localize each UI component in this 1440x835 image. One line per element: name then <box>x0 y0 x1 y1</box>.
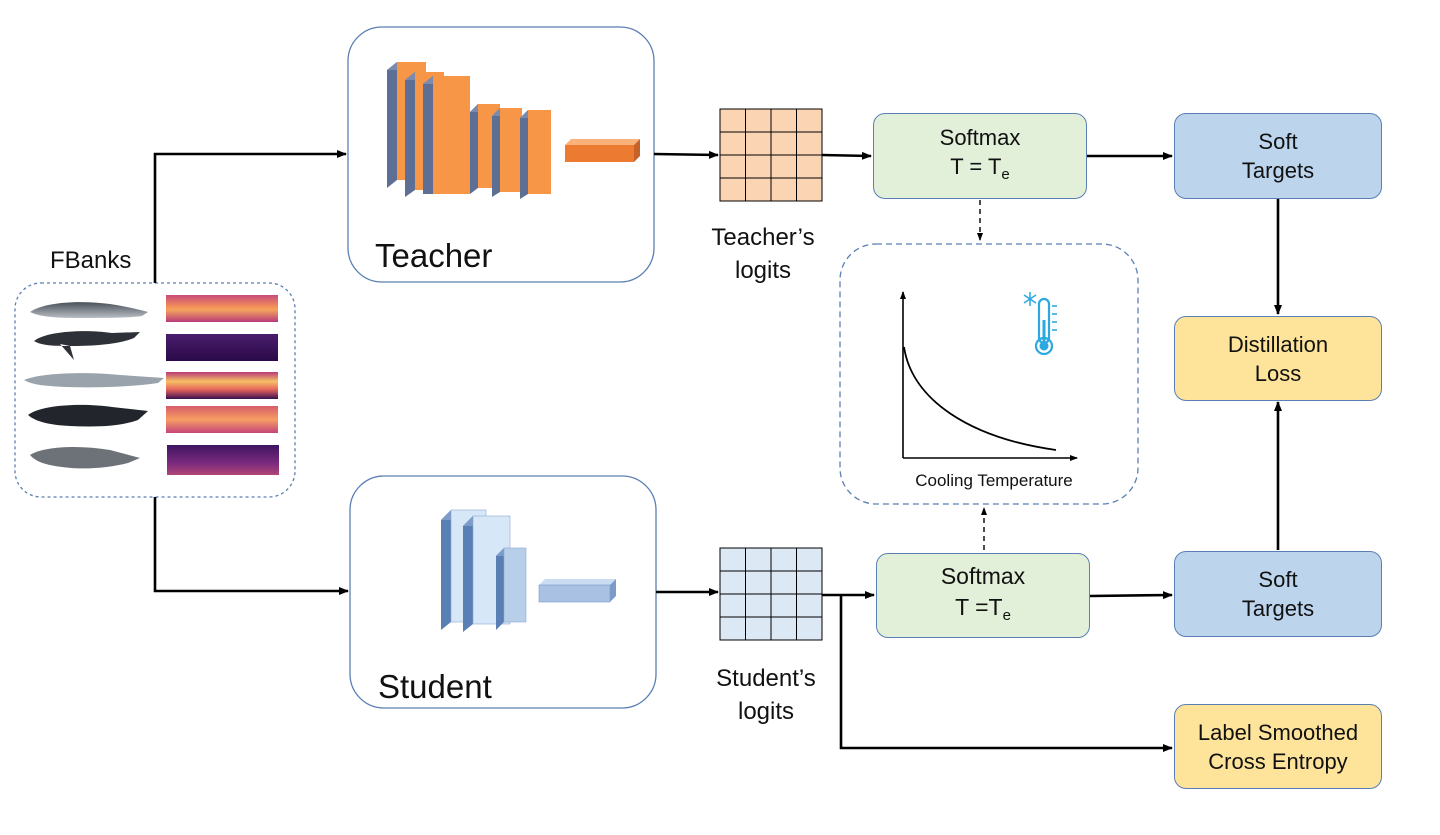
softmax-bottom-line2: T =Te <box>955 593 1011 624</box>
label-smoothed-ce-box: Label Smoothed Cross Entropy <box>1174 704 1382 789</box>
distillation-loss-box: Distillation Loss <box>1174 316 1382 401</box>
logit-cell <box>770 177 797 202</box>
logit-cell <box>796 616 823 641</box>
softmax-top-box: Softmax T = Te <box>873 113 1087 199</box>
fbanks-label: FBanks <box>50 247 131 274</box>
soft-targets-top-box: Soft Targets <box>1174 113 1382 199</box>
softmax-bottom-line1: Softmax <box>940 562 1026 589</box>
teacher-logits-line2: logits <box>734 257 792 284</box>
softmax-to-soft-targets-bottom-arrow <box>1089 591 1173 600</box>
logit-cell <box>770 547 797 572</box>
fbanks-to-teacher-arrow <box>153 150 347 283</box>
logit-cell <box>796 593 823 618</box>
logit-cell <box>796 108 823 133</box>
logit-cell <box>745 108 772 133</box>
snowflake-icon <box>1023 292 1037 306</box>
logit-cell <box>719 154 746 179</box>
soft-targets-bottom-line1: Soft <box>1258 567 1298 592</box>
logit-cell <box>796 547 823 572</box>
thermometer-icon <box>1034 297 1057 356</box>
logit-cell <box>719 593 746 618</box>
logit-cell <box>719 131 746 156</box>
logit-cell <box>745 570 772 595</box>
soft-targets-top-line1: Soft <box>1258 129 1298 154</box>
temperature-links <box>977 200 987 550</box>
logit-cell <box>770 108 797 133</box>
teacher-to-logits-arrow <box>653 150 719 159</box>
student-logits-grid <box>719 547 823 641</box>
student-logits-to-ce-arrow <box>839 595 1173 752</box>
logit-cell <box>796 154 823 179</box>
teacher-logits-line1: Teacher’s <box>711 224 815 251</box>
logit-cell <box>770 131 797 156</box>
student-logits-caption: Student’s logits <box>696 662 836 728</box>
student-label: Student <box>378 668 492 705</box>
logit-cell <box>719 177 746 202</box>
logit-cell <box>745 593 772 618</box>
logit-cell <box>745 177 772 202</box>
logit-cell <box>745 547 772 572</box>
logit-cell <box>745 616 772 641</box>
distillation-loss-line1: Distillation <box>1227 331 1329 357</box>
softmax-top-line2: T = Te <box>950 154 1010 183</box>
logit-cell <box>719 108 746 133</box>
label-smoothed-ce-line1: Label Smoothed <box>1197 719 1359 745</box>
softmax-bottom-box: Softmax T =Te <box>876 553 1090 638</box>
logit-cell <box>796 570 823 595</box>
logit-cell <box>745 154 772 179</box>
teacher-label: Teacher <box>375 237 492 274</box>
connectors <box>153 150 1282 752</box>
cooling-temperature-label: Cooling Temperature <box>915 471 1073 490</box>
softmax-top-line1: Softmax <box>939 125 1021 150</box>
logit-cell <box>796 131 823 156</box>
student-logits-line1: Student’s <box>716 665 816 692</box>
logit-cell <box>719 570 746 595</box>
decay-curve-icon <box>900 291 1078 461</box>
student-logits-line2: logits <box>737 698 795 725</box>
soft-targets-bottom-box: Soft Targets <box>1174 551 1382 637</box>
label-smoothed-ce-line2: Cross Entropy <box>1208 748 1348 774</box>
logit-cell <box>796 177 823 202</box>
soft-targets-bottom-line2: Targets <box>1241 596 1315 621</box>
spectrogram-icon <box>166 295 279 475</box>
teacher-network-icon <box>387 62 640 199</box>
logit-cell <box>770 616 797 641</box>
fbanks-to-student-arrow <box>153 497 349 595</box>
teacher-logits-grid <box>719 108 823 202</box>
student-network-icon <box>441 509 616 632</box>
whale-icon <box>24 302 164 469</box>
soft-targets-top-line2: Targets <box>1241 158 1315 183</box>
distillation-loss-line2: Loss <box>1254 360 1302 386</box>
teacher-logits-to-softmax-arrow <box>821 151 872 160</box>
logit-cell <box>719 547 746 572</box>
logit-cell <box>745 131 772 156</box>
logit-cell <box>770 593 797 618</box>
logit-cell <box>770 570 797 595</box>
cooling-container <box>839 243 1139 505</box>
logit-cell <box>719 616 746 641</box>
teacher-logits-caption: Teacher’s logits <box>693 221 833 287</box>
logit-cell <box>770 154 797 179</box>
